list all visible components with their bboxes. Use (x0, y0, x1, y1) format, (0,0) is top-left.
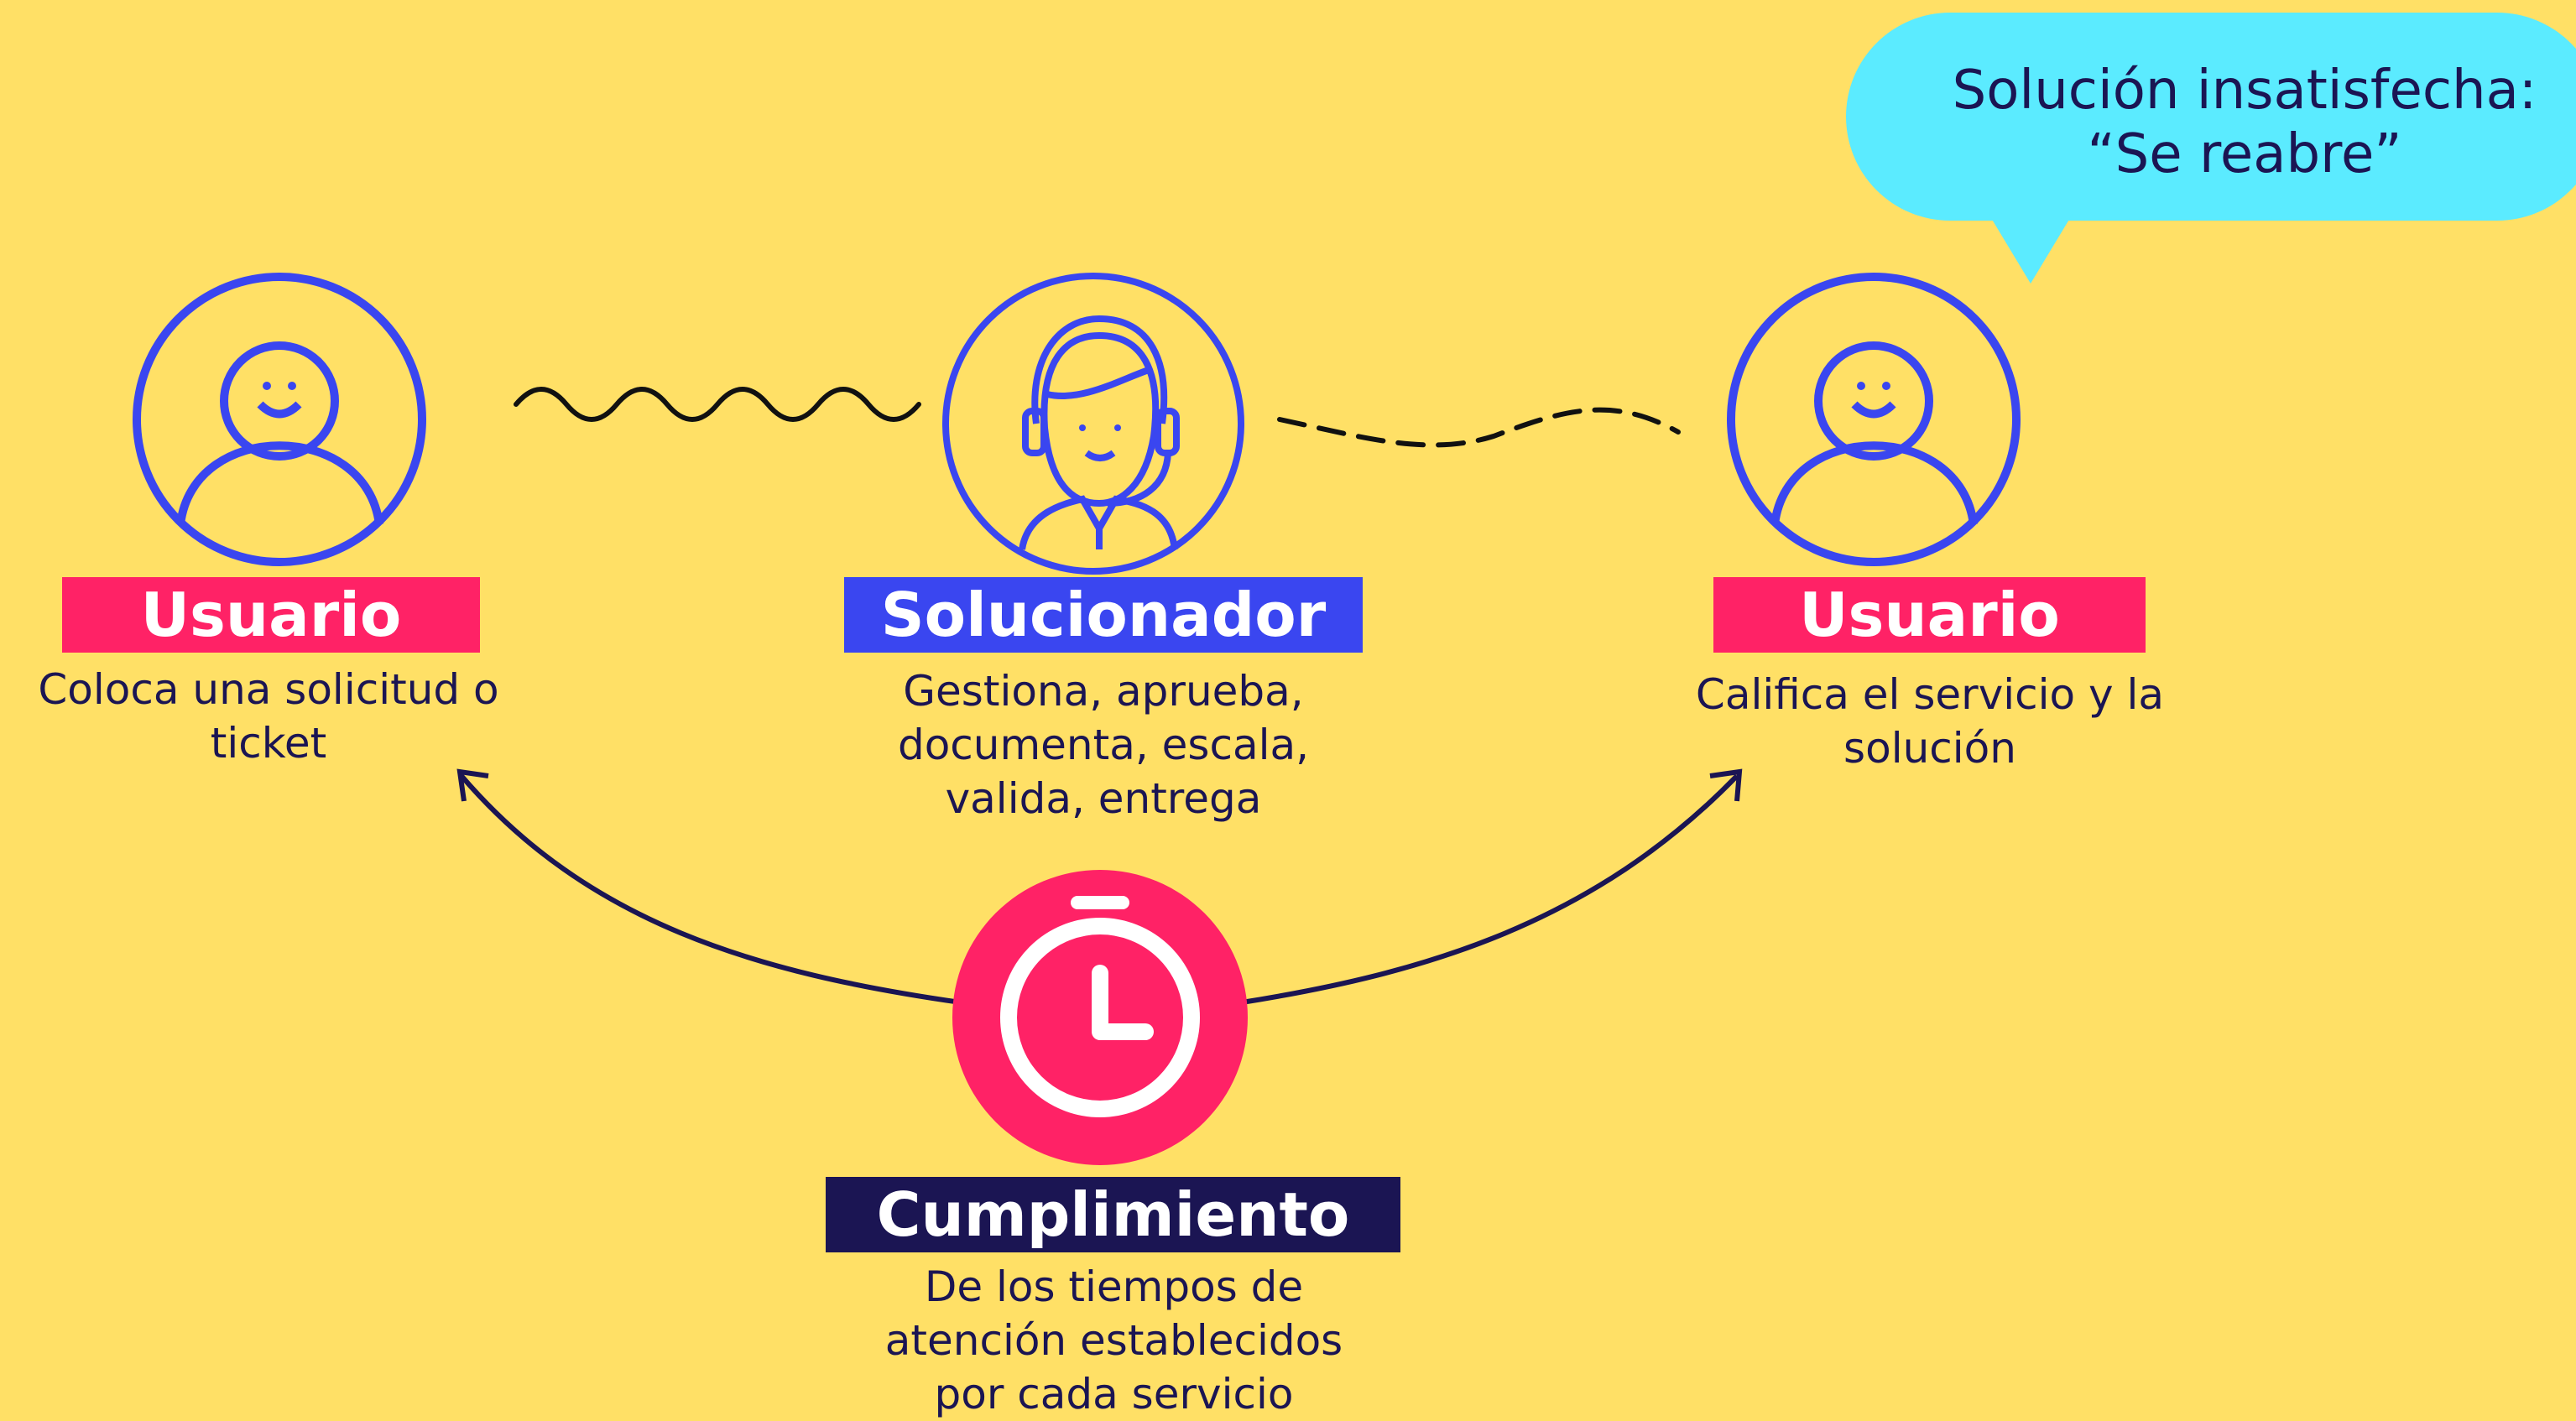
usuario-final-label: Usuario (1713, 577, 2146, 653)
speech-bubble (1846, 13, 2576, 284)
cumplimiento-label: Cumplimiento (826, 1177, 1400, 1252)
stopwatch-icon (952, 870, 1248, 1165)
arrowhead-left (456, 768, 489, 802)
curved-arrow-left (459, 774, 962, 1005)
wavy-connector (514, 387, 921, 422)
user-smile-icon (133, 273, 426, 566)
user-smile-icon (1727, 273, 2021, 566)
arrowhead-right (1709, 768, 1743, 802)
solucionador-label: Solucionador (844, 577, 1363, 653)
cumplimiento-description: De los tiempos de atención establecidos … (884, 1262, 1343, 1418)
callout-line-2: “Se reabre” (2087, 123, 2402, 185)
solucionador-description: Gestiona, aprueba, documenta, escala, va… (897, 667, 1310, 823)
curved-arrow-right (1241, 773, 1739, 1005)
dashed-connector (1277, 407, 1681, 448)
usuario-final-description: Califica el servicio y la solución (1695, 670, 2165, 773)
callout-text: Solución insatisfecha: “Se reabre” (1892, 59, 2576, 186)
support-agent-icon (942, 273, 1244, 575)
usuario-label: Usuario (62, 577, 480, 653)
usuario-description: Coloca una solicitud o ticket (38, 665, 499, 768)
callout-line-1: Solución insatisfecha: (1952, 60, 2537, 122)
